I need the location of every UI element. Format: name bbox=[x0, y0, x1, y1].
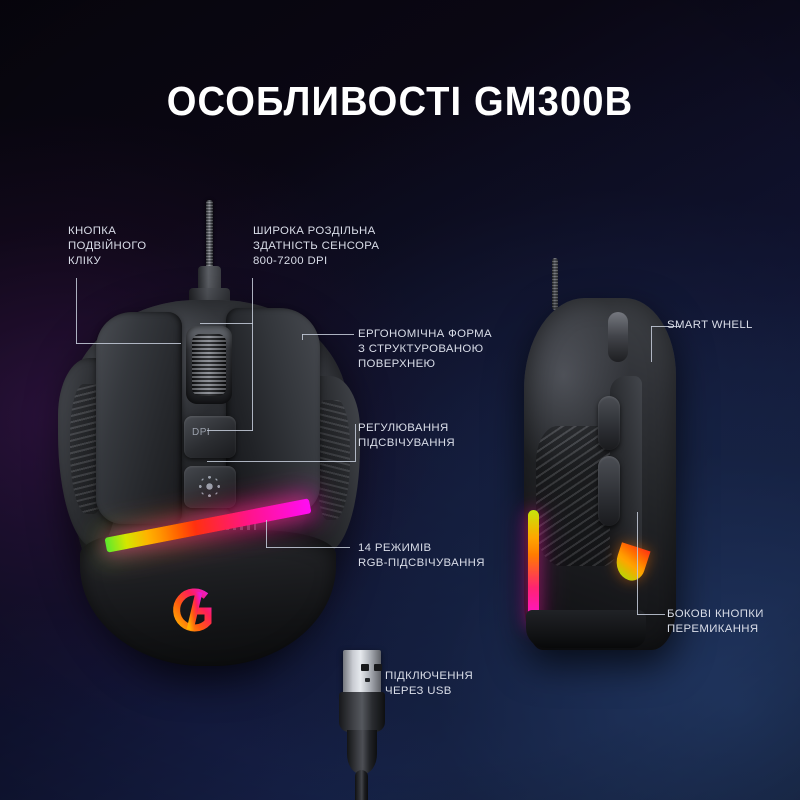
side-button-forward bbox=[598, 396, 620, 450]
callout-side-buttons: БОКОВІ КНОПКИ ПЕРЕМИКАННЯ bbox=[667, 608, 764, 636]
backlight-button bbox=[184, 466, 236, 508]
leader-line-ergonomic-h bbox=[302, 334, 354, 335]
callout-smart-wheel: SMART WHELL bbox=[667, 319, 753, 331]
side-button-back bbox=[598, 456, 620, 526]
braided-cable bbox=[206, 200, 213, 272]
usb-contact-slot bbox=[374, 664, 382, 671]
usb-strain-relief bbox=[347, 730, 377, 774]
side-base bbox=[526, 610, 646, 648]
usb-a-connector bbox=[343, 650, 382, 694]
side-rgb-strip-left bbox=[528, 510, 539, 628]
leader-line-rgb-v bbox=[266, 520, 267, 548]
gp-logo bbox=[166, 582, 222, 640]
dpi-button-label: DPI bbox=[192, 427, 211, 438]
callout-usb-connection: ПІДКЛЮЧЕННЯ ЧЕРЕЗ USB bbox=[385, 670, 474, 698]
dpi-button: DPI bbox=[184, 416, 236, 458]
leader-line-sensor-h bbox=[200, 323, 253, 324]
usb-collar bbox=[339, 692, 385, 732]
leader-line-smart-wheel-v bbox=[651, 326, 652, 362]
leader-line-side-buttons-h bbox=[637, 614, 665, 615]
side-scroll-wheel bbox=[608, 312, 628, 362]
usb-cable bbox=[333, 648, 453, 800]
cable-strain-relief bbox=[198, 266, 221, 292]
leader-line-ergonomic-v bbox=[302, 334, 303, 340]
callout-backlight-adjust: РЕГУЛЮВАННЯ ПІДСВІЧУВАННЯ bbox=[358, 422, 455, 450]
usb-contact-slot bbox=[365, 678, 370, 682]
mouse-top-view: DPI bbox=[58, 200, 360, 670]
leader-line-backlight-h bbox=[207, 461, 355, 462]
left-click-button bbox=[96, 312, 182, 524]
usb-contact-slot bbox=[361, 664, 369, 671]
callout-ergonomic-shape: ЕРГОНОМІЧНА ФОРМА З СТРУКТУРОВАНОЮ ПОВЕР… bbox=[358, 328, 492, 371]
usb-cord bbox=[355, 770, 368, 800]
leader-line-backlight-v bbox=[355, 424, 356, 462]
leader-line-dpi-h bbox=[207, 430, 253, 431]
page-title: ОСОБЛИВОСТІ GM300B bbox=[166, 78, 634, 124]
side-cable bbox=[552, 258, 558, 310]
callout-rgb-modes: 14 РЕЖИМІВ RGB-ПІДСВІЧУВАННЯ bbox=[358, 542, 485, 570]
brightness-icon bbox=[199, 476, 220, 497]
leader-line-double-click-h bbox=[76, 343, 181, 344]
mouse-side-view bbox=[512, 258, 702, 658]
leader-line-side-buttons-v bbox=[637, 512, 638, 615]
leader-line-rgb-h bbox=[266, 547, 350, 548]
callout-double-click-button: КНОПКА ПОДВІЙНОГО КЛІКУ bbox=[68, 225, 147, 268]
leader-line-smart-wheel-h bbox=[651, 326, 681, 327]
leader-line-double-click-v bbox=[76, 278, 77, 344]
right-click-button bbox=[226, 308, 320, 514]
callout-sensor-resolution: ШИРОКА РОЗДІЛЬНА ЗДАТНІСТЬ СЕНСОРА 800-7… bbox=[253, 225, 380, 268]
leader-line-dpi-v bbox=[252, 324, 253, 431]
leader-line-sensor-v bbox=[252, 278, 253, 324]
scroll-wheel bbox=[192, 334, 226, 396]
